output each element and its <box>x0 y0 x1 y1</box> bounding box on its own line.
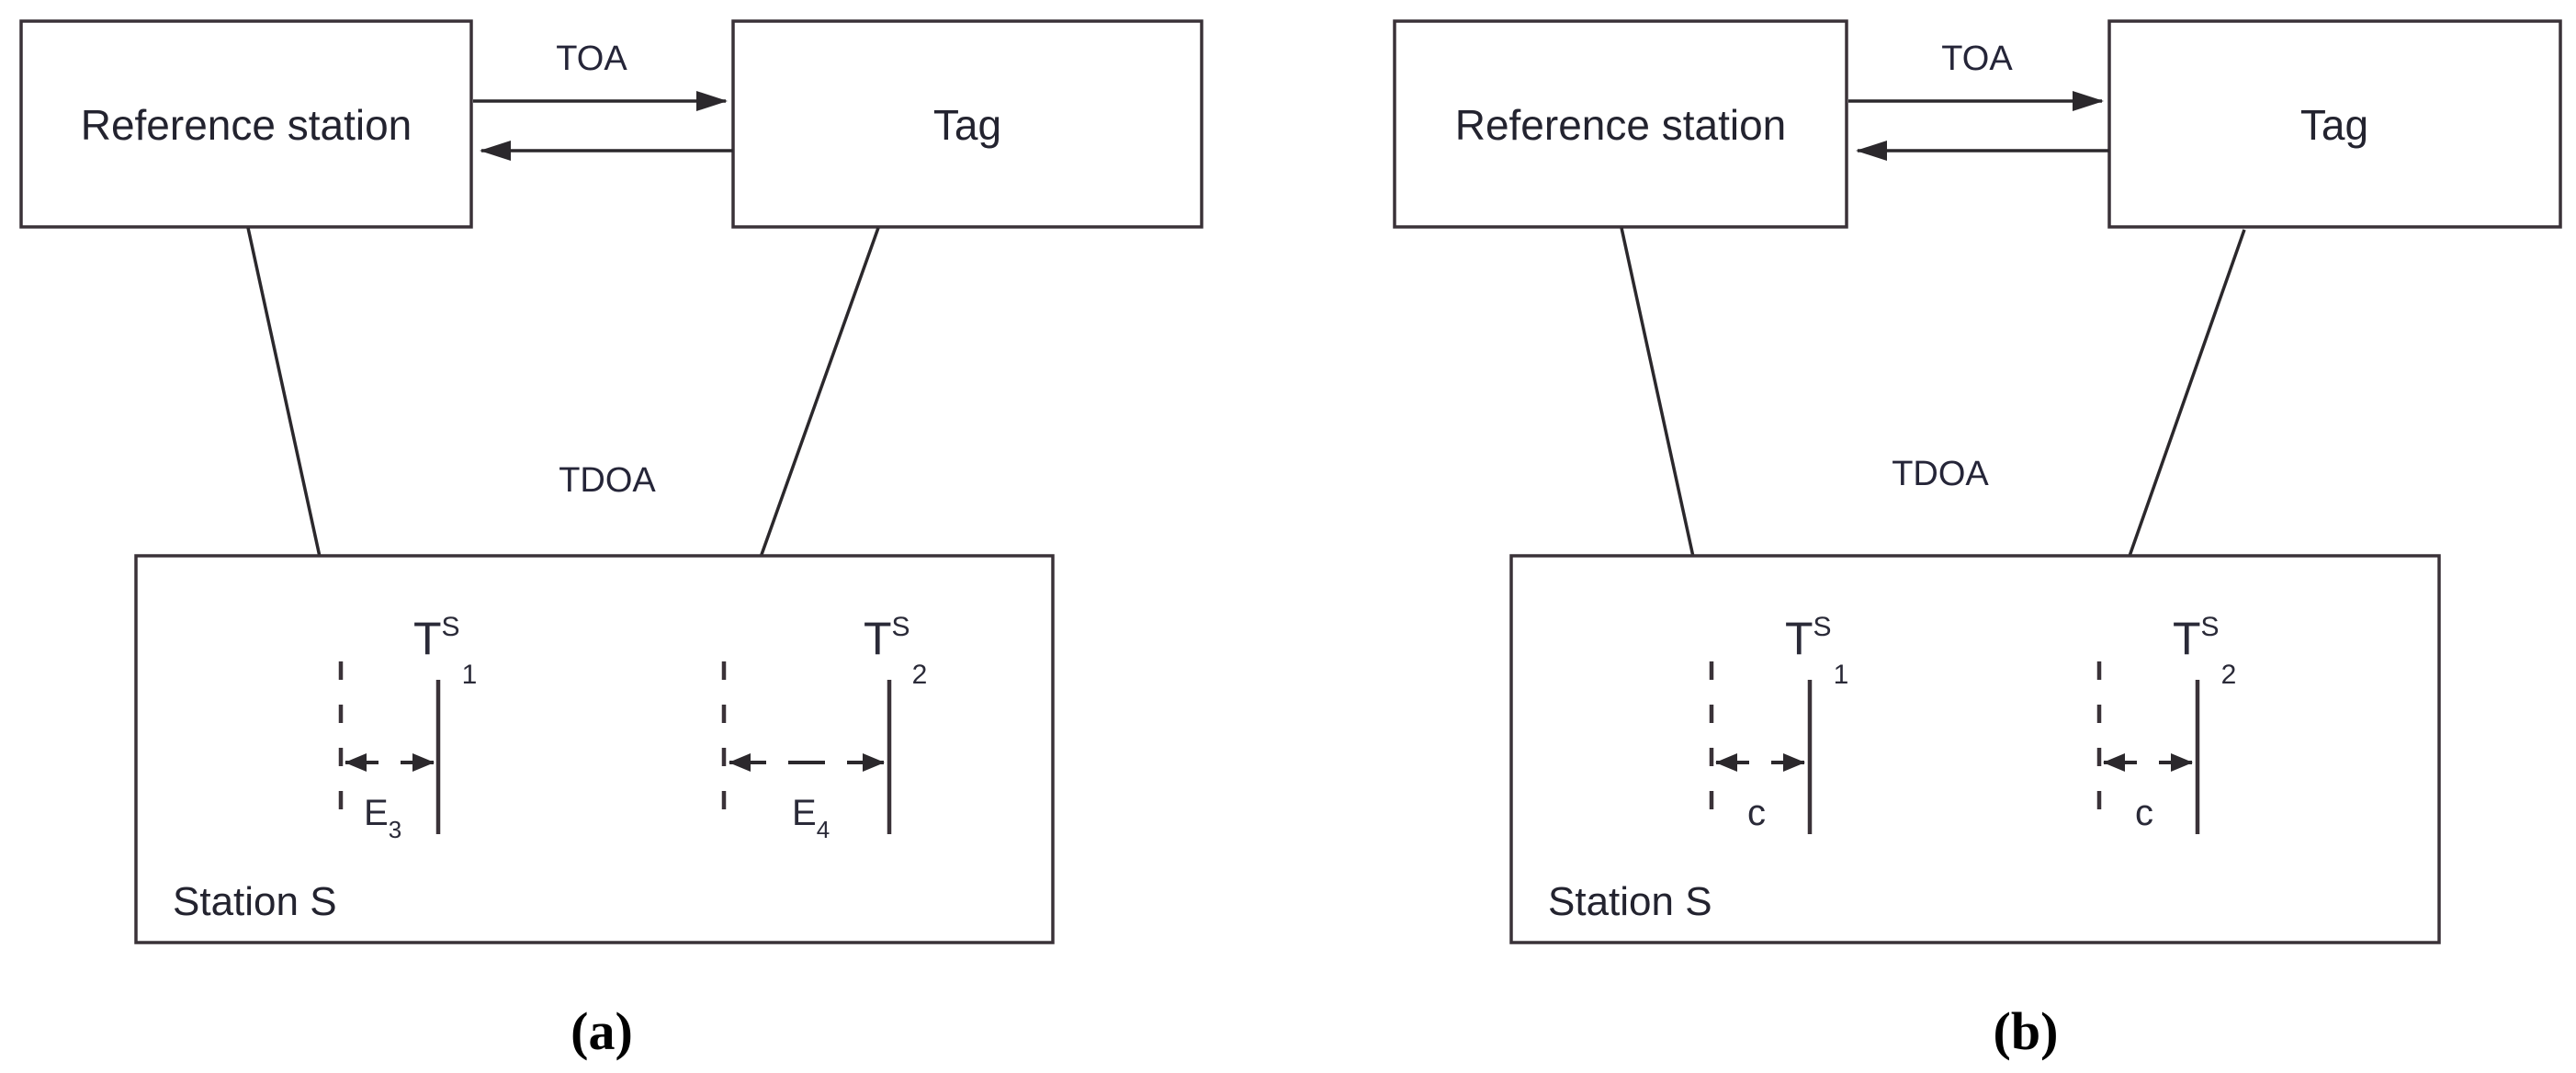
panel-b: Reference station Tag TOA TDOA Station S… <box>1393 19 2562 1061</box>
tag-box <box>731 19 1203 229</box>
caption-a: (a) <box>571 1001 633 1061</box>
tag-label: Tag <box>2300 101 2368 149</box>
tdoa-label: TDOA <box>1892 455 1989 493</box>
station-box <box>134 554 1055 944</box>
timestamp-2-label: TS2 <box>2173 612 2236 690</box>
reference-station-box <box>1393 19 1848 229</box>
timestamp-2-label: TS2 <box>864 612 927 690</box>
toa-label: TOA <box>556 40 627 78</box>
toa-label: TOA <box>1941 40 2013 78</box>
reference-station-label: Reference station <box>81 101 412 149</box>
reference-station-box <box>19 19 473 229</box>
offset-2-label: E4 <box>792 793 830 843</box>
offset-2-label: c <box>2135 793 2153 833</box>
timestamp-1-label: TS1 <box>413 612 477 690</box>
panel-a: Reference station Tag TOA TDOA Station S… <box>19 19 1203 1061</box>
station-box <box>1509 554 2441 944</box>
station-label: Station S <box>173 879 337 924</box>
timestamp-1-label: TS1 <box>1785 612 1848 690</box>
tdoa-label: TDOA <box>559 461 656 500</box>
reference-station-label: Reference station <box>1455 101 1787 149</box>
offset-1-label: E3 <box>364 793 401 843</box>
tag-label: Tag <box>933 101 1001 149</box>
station-label: Station S <box>1548 879 1712 924</box>
offset-1-label: c <box>1747 793 1766 833</box>
caption-b: (b) <box>1994 1001 2059 1061</box>
tag-box <box>2107 19 2562 229</box>
